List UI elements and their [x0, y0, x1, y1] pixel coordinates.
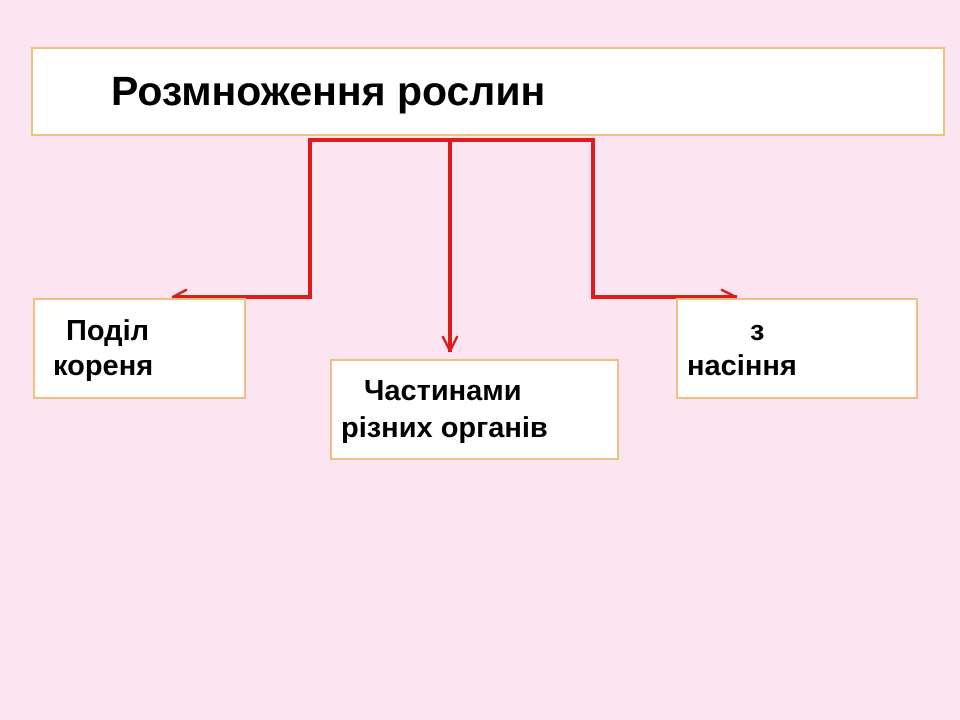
connector-to-root-division [173, 138, 312, 299]
connector-to-from-seeds [308, 138, 737, 299]
box-organ-parts: Частинами різних органів [330, 359, 619, 460]
box-root-division: Поділ кореня [33, 298, 246, 399]
box-from-seeds-line1: з [750, 315, 765, 347]
box-root-division-line2: кореня [53, 350, 154, 382]
title-box: Розмноження рослин [31, 47, 945, 136]
diagram-title: Розмноження рослин [111, 68, 546, 114]
box-from-seeds-line2: насіння [687, 350, 797, 382]
box-organ-parts-line1: Частинами [364, 375, 522, 407]
box-root-division-line1: Поділ [66, 315, 150, 347]
box-organ-parts-line2: різних органів [341, 412, 548, 444]
arrowhead-down-icon [441, 335, 459, 353]
box-from-seeds: з насіння [676, 298, 918, 399]
